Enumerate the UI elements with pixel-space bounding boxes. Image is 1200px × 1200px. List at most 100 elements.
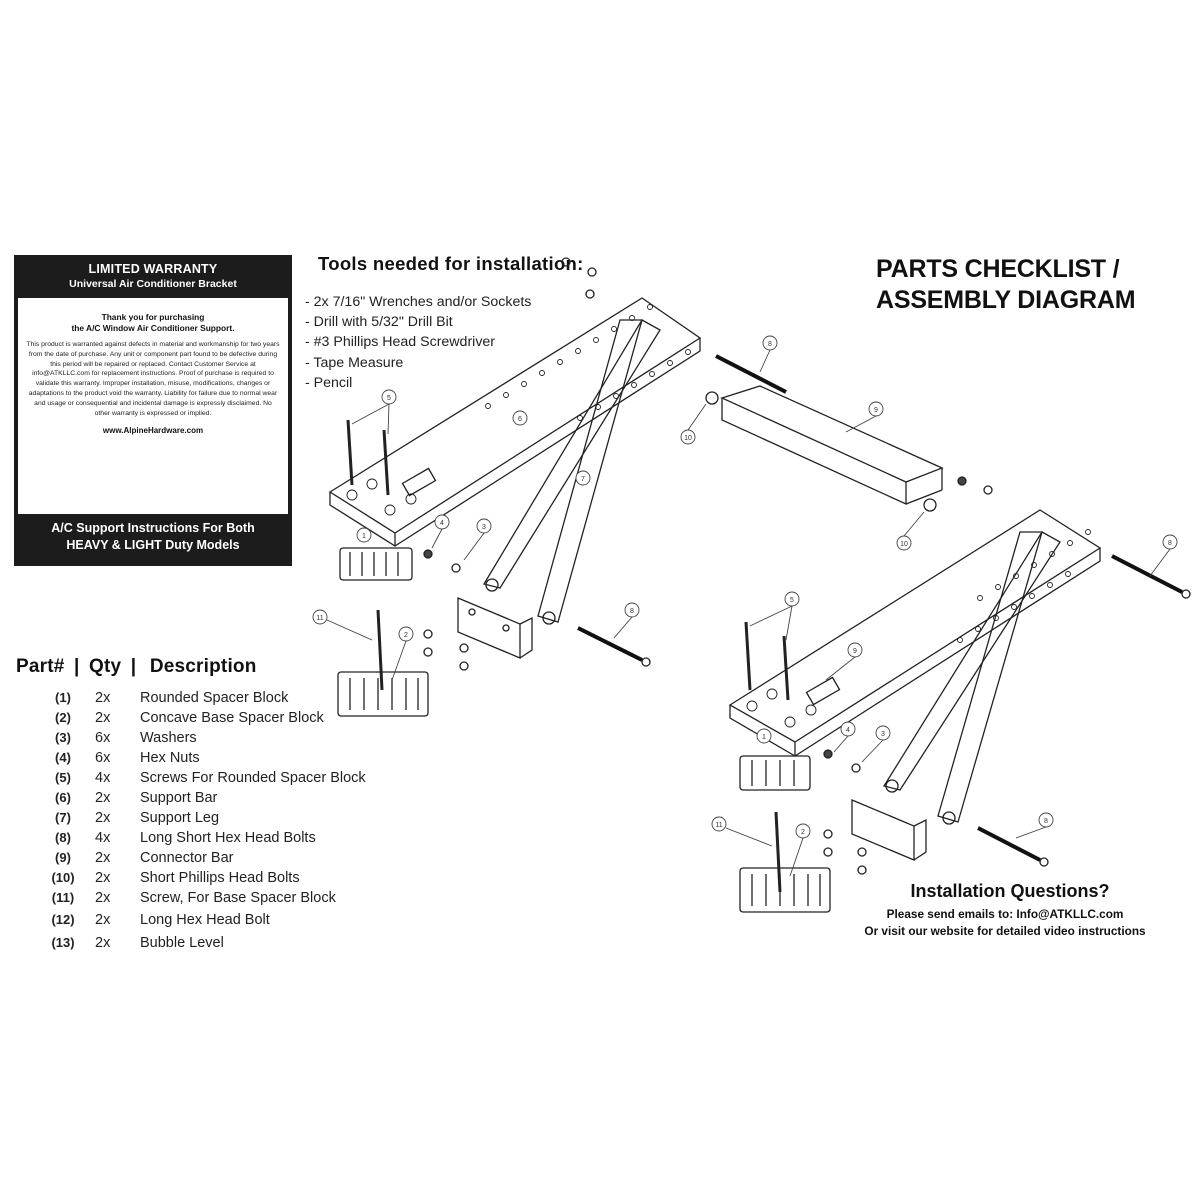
tool-item: - #3 Phillips Head Screwdriver	[305, 334, 496, 351]
callout-label: 3	[482, 524, 486, 531]
header-divider: |	[130, 656, 137, 677]
callout-bubble	[1162, 534, 1178, 550]
warranty-body: Thank you for purchasing the A/C Window …	[18, 298, 288, 514]
part-description: Bubble Level	[140, 935, 224, 951]
tools-list: - 2x 7/16" Wrenches and/or Sockets - Dri…	[305, 292, 531, 393]
bubble-level	[401, 467, 437, 497]
tools-title: Tools needed for installation:	[318, 253, 584, 274]
part-qty: 2x	[95, 890, 111, 906]
callout-bubble	[356, 527, 372, 543]
part-description: Support Leg	[140, 810, 220, 826]
callout-label: 6	[518, 416, 522, 423]
rounded-spacer-block	[339, 547, 413, 581]
part-qty: 4x	[95, 770, 111, 786]
part-description: Hex Nuts	[140, 750, 200, 766]
callout-bubble	[847, 642, 863, 658]
callout-label: 1	[362, 533, 366, 540]
callout-label: 2	[404, 632, 408, 639]
callout-label: 8	[1044, 818, 1048, 825]
part-qty: 2x	[95, 870, 111, 886]
base-spacer-block	[739, 867, 831, 913]
callout-label: 8	[768, 341, 772, 348]
screw	[382, 429, 390, 496]
support-bar-holes	[346, 304, 691, 516]
callout-bubble	[1038, 812, 1054, 828]
tool-item: - Pencil	[305, 374, 353, 391]
bolt	[577, 626, 643, 662]
callout-label: 5	[387, 395, 391, 402]
tool-item: - 2x 7/16" Wrenches and/or Sockets	[305, 294, 532, 310]
warranty-title: LIMITED WARRANTY	[88, 262, 218, 276]
callout-label: 11	[316, 615, 323, 622]
callout-label: 11	[715, 822, 722, 829]
left-assembly	[328, 257, 993, 717]
callout-bubble	[840, 721, 856, 737]
screw	[782, 635, 790, 701]
part-description: Concave Base Spacer Block	[140, 710, 324, 726]
callout-label: 8	[630, 608, 634, 615]
warranty-header: LIMITED WARRANTY Universal Air Condition…	[14, 255, 292, 295]
part-qty: 4x	[95, 830, 111, 846]
part-description: Support Bar	[140, 790, 218, 806]
connector-bar	[720, 385, 944, 483]
mount-plate	[851, 799, 915, 861]
base-screw	[774, 811, 782, 893]
part-qty: 2x	[95, 790, 111, 806]
callout-bubble	[512, 410, 528, 426]
callout-label: 8	[1168, 540, 1172, 547]
callout-bubble	[756, 728, 772, 744]
callout-bubble	[762, 335, 778, 351]
parts-header-part: Part#	[16, 656, 65, 677]
part-description: Rounded Spacer Block	[140, 690, 289, 706]
callout-label: 5	[790, 597, 794, 604]
base-screw	[376, 609, 384, 691]
warranty-website: www.AlpineHardware.com	[102, 426, 204, 436]
support-leg	[537, 319, 643, 623]
bolt	[1111, 554, 1183, 594]
questions-website-line: Or visit our website for detailed video …	[864, 924, 1146, 938]
part-qty: 2x	[95, 810, 111, 826]
warranty-panel: LIMITED WARRANTY Universal Air Condition…	[14, 255, 292, 566]
callout-bubble	[476, 518, 492, 534]
part-number: (8)	[55, 830, 71, 845]
header-divider: |	[74, 656, 80, 677]
part-qty: 6x	[95, 750, 111, 766]
callout-label: 4	[440, 520, 444, 527]
part-qty: 2x	[95, 912, 111, 928]
part-number: (9)	[55, 850, 71, 865]
part-number: (5)	[55, 770, 71, 785]
callout-label: 7	[581, 476, 585, 483]
parts-header-qty: Qty	[89, 656, 122, 677]
bolt	[977, 826, 1041, 862]
part-number: (6)	[55, 790, 71, 805]
base-spacer-block	[337, 671, 429, 717]
part-number: (11)	[51, 890, 75, 905]
callout-labels: 5 6 7 8 9 10 10 1 4 3 8 11 2 8 5 9 1 4 3…	[316, 341, 1172, 836]
bubble-level	[805, 676, 841, 706]
callout-bubble	[575, 470, 591, 486]
callout-bubble	[398, 626, 414, 642]
warranty-thanks: Thank you for purchasing the A/C Window …	[18, 312, 288, 334]
warranty-thanks-line-1: Thank you for purchasing	[101, 312, 205, 322]
warranty-thanks-line-2: the A/C Window Air Conditioner Support.	[71, 323, 235, 333]
part-number: (10)	[51, 870, 75, 885]
callout-bubble	[875, 725, 891, 741]
checklist-title-line-2: ASSEMBLY DIAGRAM	[876, 286, 1136, 314]
part-qty: 6x	[95, 730, 111, 746]
part-number: (12)	[51, 912, 75, 927]
callout-bubble	[624, 602, 640, 618]
checklist-title-line-1: PARTS CHECKLIST /	[876, 255, 1120, 283]
warranty-text: This product is warranted against defect…	[26, 341, 280, 417]
questions-email-line: Please send emails to: Info@ATKLLC.com	[886, 907, 1124, 921]
part-description: Washers	[140, 730, 197, 746]
callout-bubble	[711, 816, 727, 832]
tool-item: - Drill with 5/32" Drill Bit	[305, 314, 453, 331]
callout-bubble	[784, 591, 800, 607]
part-qty: 2x	[95, 690, 111, 706]
part-description: Short Phillips Head Bolts	[140, 870, 300, 886]
callout-bubble	[680, 429, 696, 445]
parts-table-header: Part# | Qty | Description	[16, 656, 257, 678]
part-qty: 2x	[95, 710, 111, 726]
warranty-footer: A/C Support Instructions For Both HEAVY …	[14, 520, 292, 554]
